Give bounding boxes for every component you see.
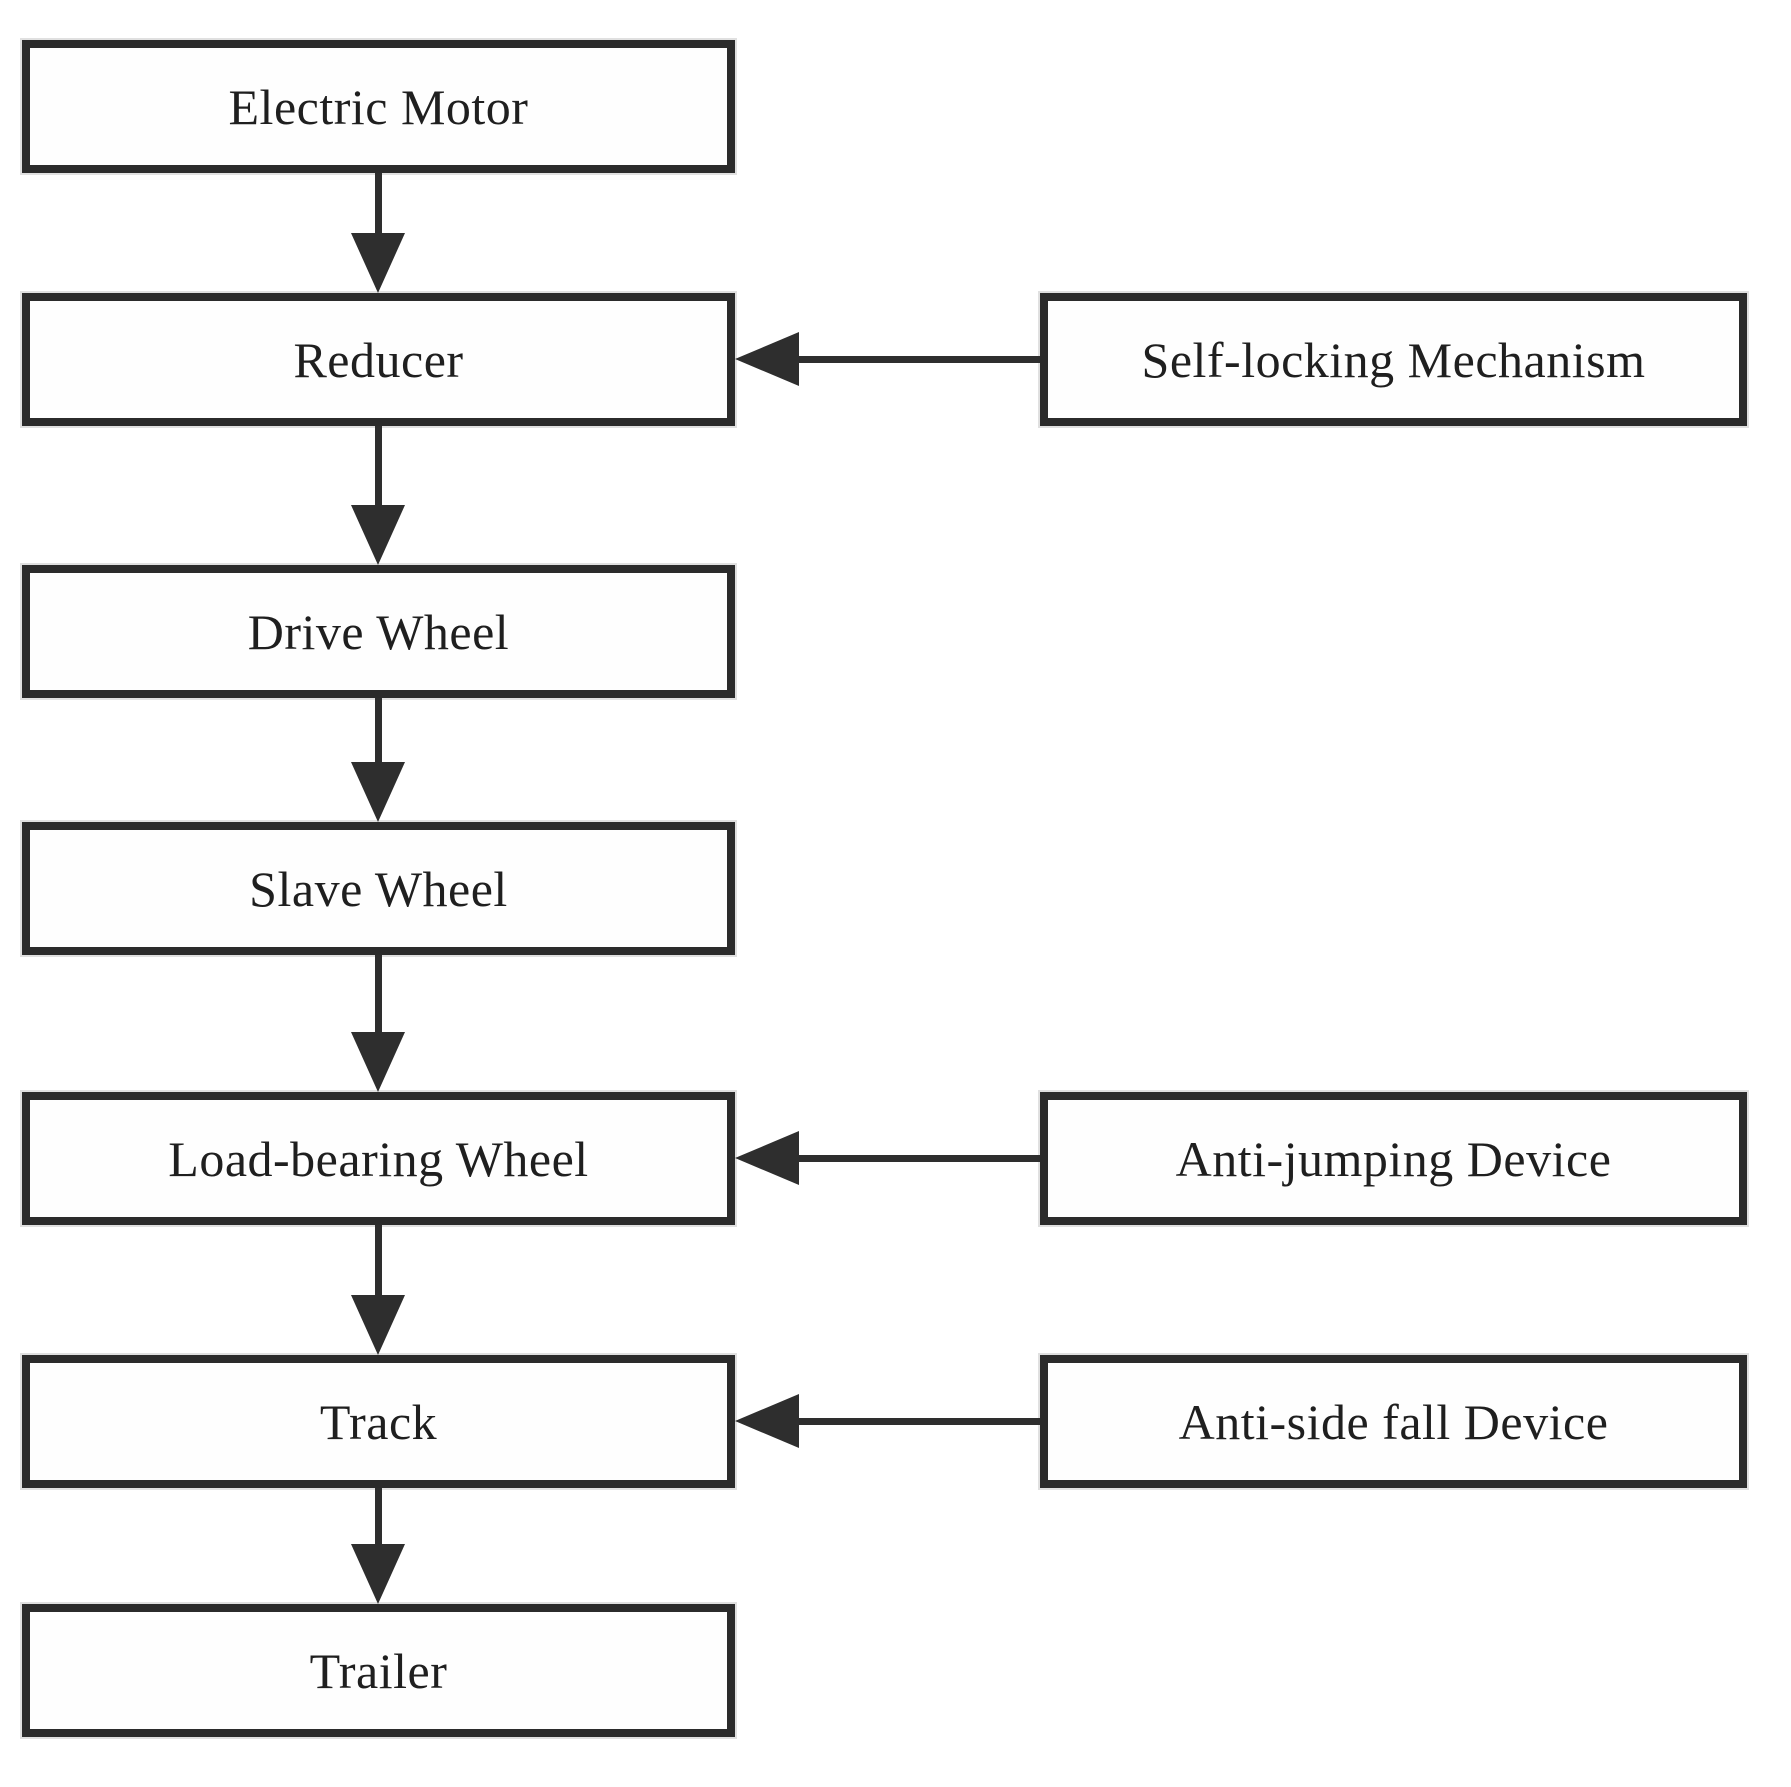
node-drive-wheel: Drive Wheel — [22, 565, 735, 698]
node-load-bearing-wheel: Load-bearing Wheel — [22, 1092, 735, 1225]
arrow-down-icon — [351, 233, 405, 293]
arrow-down-icon — [351, 505, 405, 565]
node-anti-side-fall-device: Anti-side fall Device — [1040, 1355, 1747, 1488]
node-slave-wheel: Slave Wheel — [22, 822, 735, 955]
arrow-stem — [797, 356, 1040, 363]
arrow-down-icon — [351, 1295, 405, 1355]
node-reducer: Reducer — [22, 293, 735, 426]
arrow-stem — [797, 1155, 1040, 1162]
node-self-locking-mechanism: Self-locking Mechanism — [1040, 293, 1747, 426]
arrow-stem — [375, 1225, 382, 1295]
arrow-down-icon — [351, 1032, 405, 1092]
node-trailer: Trailer — [22, 1604, 735, 1737]
node-anti-jumping-device: Anti-jumping Device — [1040, 1092, 1747, 1225]
arrow-stem — [375, 426, 382, 505]
arrow-left-icon — [735, 332, 799, 386]
arrow-down-icon — [351, 1544, 405, 1604]
arrow-left-icon — [735, 1131, 799, 1185]
arrow-stem — [375, 173, 382, 233]
arrow-down-icon — [351, 762, 405, 822]
arrow-stem — [797, 1418, 1040, 1425]
node-electric-motor: Electric Motor — [22, 40, 735, 173]
arrow-left-icon — [735, 1394, 799, 1448]
arrow-stem — [375, 698, 382, 762]
arrow-stem — [375, 955, 382, 1032]
arrow-stem — [375, 1488, 382, 1544]
node-track: Track — [22, 1355, 735, 1488]
